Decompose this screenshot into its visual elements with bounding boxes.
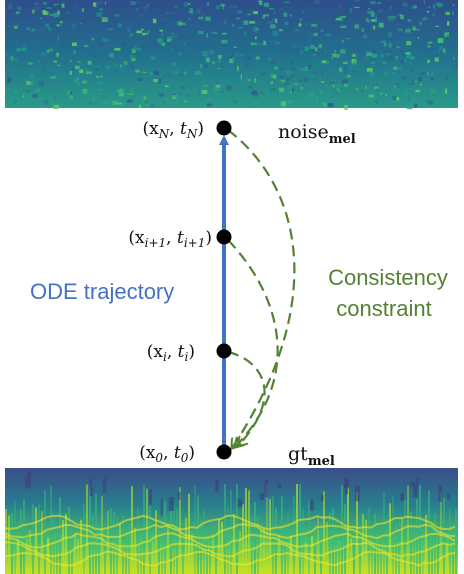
label-x0: (x0, t0) <box>139 443 195 465</box>
node-xi1 <box>216 229 232 245</box>
consistency-label-line2: constraint <box>336 296 431 321</box>
ode-trajectory-label: ODE trajectory <box>30 279 174 304</box>
label-xi1: (xi+1, ti+1) <box>128 228 212 250</box>
label-noise-mel: noisemel <box>278 121 356 147</box>
consistency-label-line1: Consistency <box>328 265 448 290</box>
consistency-arrow-from-xi <box>227 350 266 446</box>
consistency-arrow-from-xN <box>227 129 296 448</box>
noise-mel-spectrogram <box>5 0 458 110</box>
consistency-arrows <box>227 129 296 448</box>
node-xN <box>216 120 232 136</box>
label-xN: (xN, tN) <box>142 119 204 141</box>
gt-mel-spectrogram <box>4 468 458 574</box>
consistency-arrow-from-xi1 <box>227 239 279 447</box>
label-gt-mel: gtmel <box>288 443 335 469</box>
node-x0 <box>216 444 232 460</box>
label-xi: (xi, ti) <box>147 342 195 364</box>
node-xi <box>216 343 232 359</box>
